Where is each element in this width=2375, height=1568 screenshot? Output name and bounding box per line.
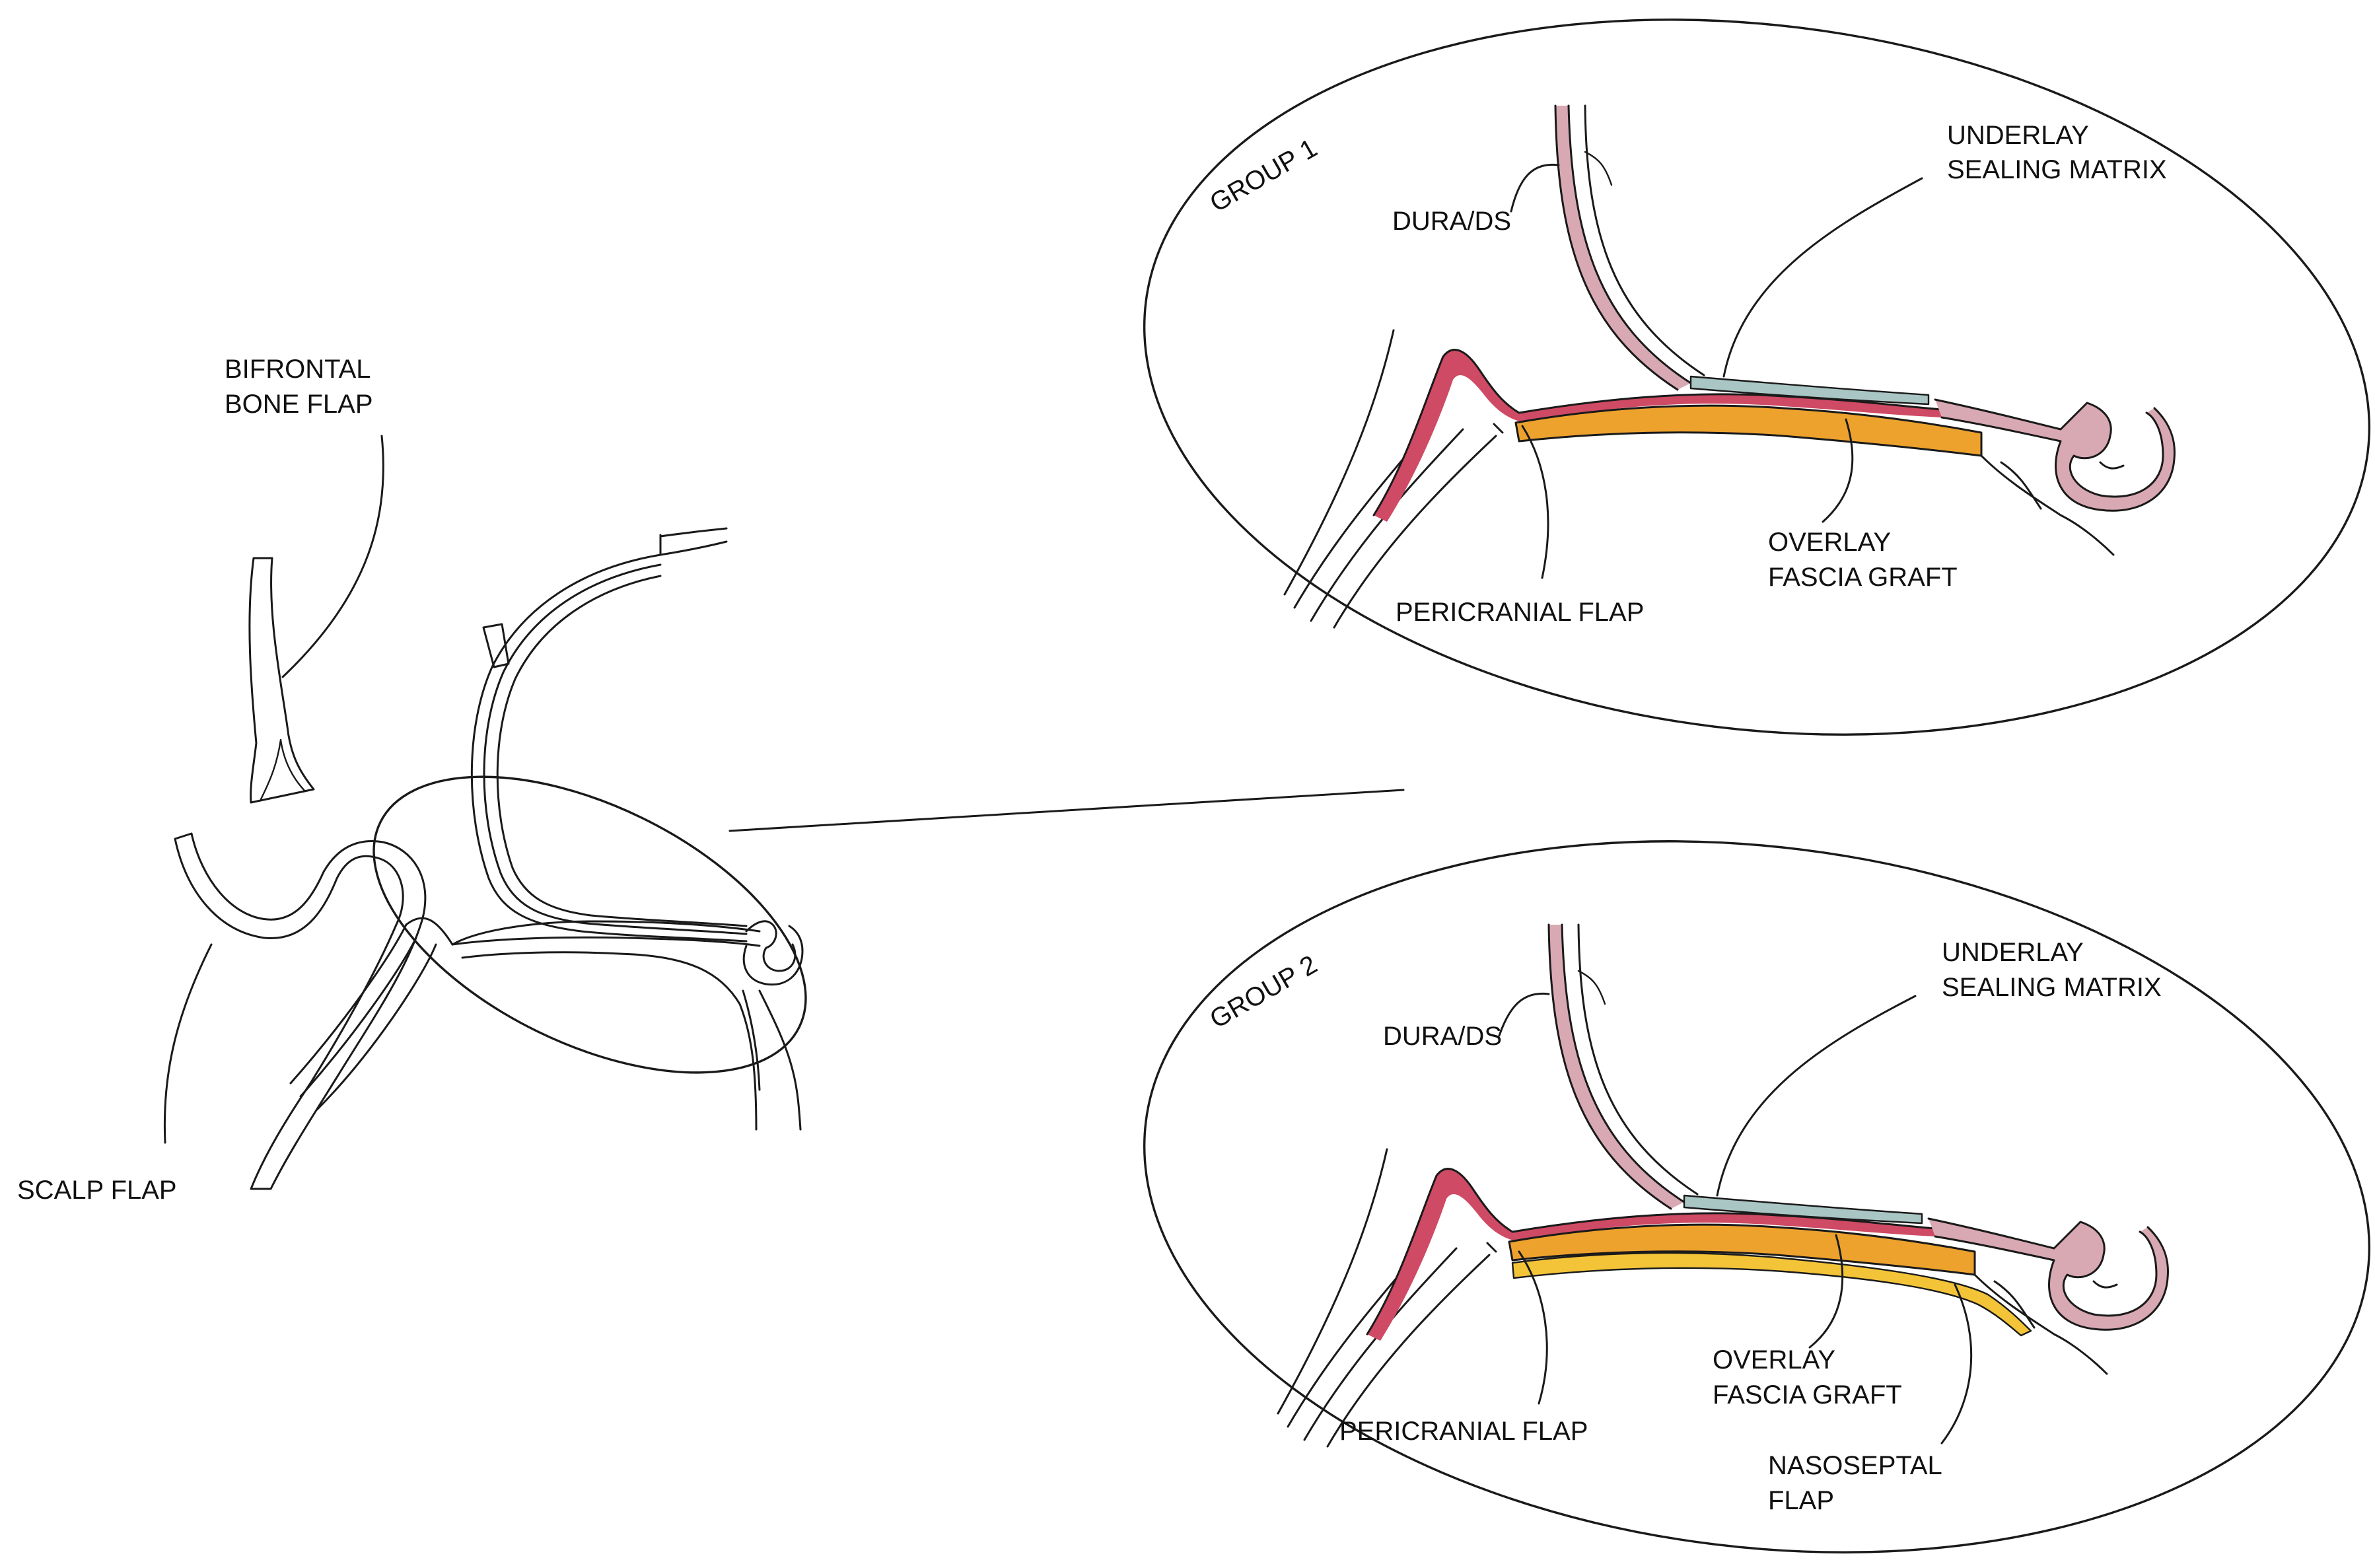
group-2-underlay-label-1: UNDERLAY xyxy=(1942,938,2084,967)
group-2-nasoseptal-leader xyxy=(1940,1283,1973,1444)
scalp-flap-label: SCALP FLAP xyxy=(17,1176,177,1205)
group-2-dura-label: DURA/DS xyxy=(1383,1022,1502,1051)
group-1-inset xyxy=(1143,18,2371,736)
group-1-title: GROUP 1 xyxy=(1205,133,1322,218)
group-1-oval xyxy=(1143,18,2371,736)
labels: BIFRONTAL BONE FLAP SCALP FLAP GROUP 1 D… xyxy=(17,121,2167,1515)
group-1-pericranial-leader xyxy=(1521,425,1549,579)
group-2-underlay-leader xyxy=(1716,995,1917,1197)
zoom-connector-line xyxy=(728,789,1405,832)
group-2-overlay-label-1: OVERLAY xyxy=(1713,1345,1835,1374)
group-1-overlay-leader xyxy=(1822,418,1854,523)
bifrontal-bone-flap-shape xyxy=(248,557,315,804)
group-2-nasoseptal-label-1: NASOSEPTAL xyxy=(1768,1451,1942,1480)
group-2-underlay-label-2: SEALING MATRIX xyxy=(1942,973,2162,1002)
nasoseptal-flap-shape xyxy=(1512,1252,2031,1336)
scalp-leader-line xyxy=(163,943,213,1144)
group-2-title: GROUP 2 xyxy=(1205,950,1322,1034)
group-1-underlay-label-2: SEALING MATRIX xyxy=(1947,155,2167,184)
group-2-nasoseptal-label-2: FLAP xyxy=(1768,1486,1834,1515)
bifrontal-label-line-1: BIFRONTAL xyxy=(225,355,371,384)
scalp-flap-shape xyxy=(174,832,427,1190)
bifrontal-leader-line xyxy=(281,435,384,678)
group-2-overlay-label-2: FASCIA GRAFT xyxy=(1713,1380,1902,1409)
group-1-underlay-leader xyxy=(1722,177,1923,378)
bifrontal-label-line-2: BONE FLAP xyxy=(225,390,373,419)
group-1-pericranial-label: PERICRANIAL FLAP xyxy=(1396,598,1644,627)
group-1-underlay-label-1: UNDERLAY xyxy=(1947,121,2089,150)
group-2-pericranial-leader xyxy=(1518,1250,1548,1405)
group-1-overlay-label-1: OVERLAY xyxy=(1768,528,1891,557)
group-1-overlay-label-2: FASCIA GRAFT xyxy=(1768,563,1958,592)
group-2-pericranial-label: PERICRANIAL FLAP xyxy=(1339,1417,1588,1446)
overview-skull-drawing xyxy=(163,435,1405,1190)
group-1-dura-label: DURA/DS xyxy=(1392,207,1511,236)
group-2-oval xyxy=(1143,840,2371,1553)
group-1-dura-leader xyxy=(1510,163,1560,213)
group-2-inset xyxy=(1143,840,2371,1553)
group-2-overlay-leader xyxy=(1808,1234,1844,1349)
zoom-region-oval xyxy=(372,775,807,1074)
group-2-dura-leader xyxy=(1498,992,1550,1037)
